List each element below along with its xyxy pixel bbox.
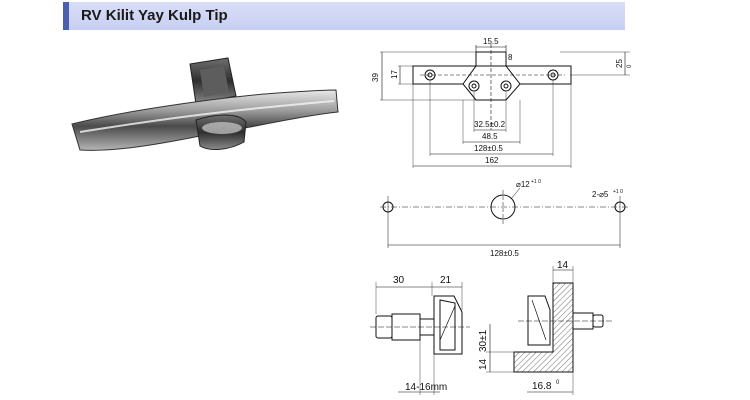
dim-14-top: 14 <box>557 260 569 271</box>
dim-16-8-tol: 0 <box>556 380 560 386</box>
dim-128-holes: 128±0.5 <box>490 249 519 258</box>
dim-32-5: 32.5±0.2 <box>474 120 506 129</box>
dim-hole-2x5: 2-⌀5 <box>592 190 609 199</box>
dim-hole-12: ⌀12 <box>516 180 530 189</box>
dim-hole-2x5-tol: +1 0 <box>613 189 623 195</box>
page-title: RV Kilit Yay Kulp Tip <box>81 7 228 24</box>
dim-48-5: 48.5 <box>482 132 498 141</box>
dim-8: 8 <box>508 53 513 62</box>
dim-14-side: 14 <box>478 358 489 370</box>
dim-17: 17 <box>390 70 399 79</box>
dim-39: 39 <box>371 73 380 82</box>
section-view-drawing <box>486 266 612 395</box>
handle-photo <box>71 57 339 151</box>
top-view-drawing <box>380 44 630 168</box>
hole-layout-drawing <box>380 187 630 248</box>
title-bar: RV Kilit Yay Kulp Tip <box>63 2 625 30</box>
side-view-drawing <box>370 282 470 395</box>
dim-30-1: 30±1 <box>478 329 489 352</box>
dim-15-5: 15.5 <box>483 37 499 46</box>
dim-25: 25 <box>615 59 624 68</box>
dim-25-tol: 0 <box>627 64 633 68</box>
dim-30: 30 <box>393 275 405 286</box>
dim-hole-12-tol: +1 0 <box>531 179 541 185</box>
dim-162: 162 <box>485 156 499 165</box>
dim-16-8: 16.8 <box>532 381 552 392</box>
dim-14-16mm: 14-16mm <box>405 382 447 393</box>
dim-21: 21 <box>440 275 452 286</box>
dim-128-top: 128±0.5 <box>474 144 503 153</box>
